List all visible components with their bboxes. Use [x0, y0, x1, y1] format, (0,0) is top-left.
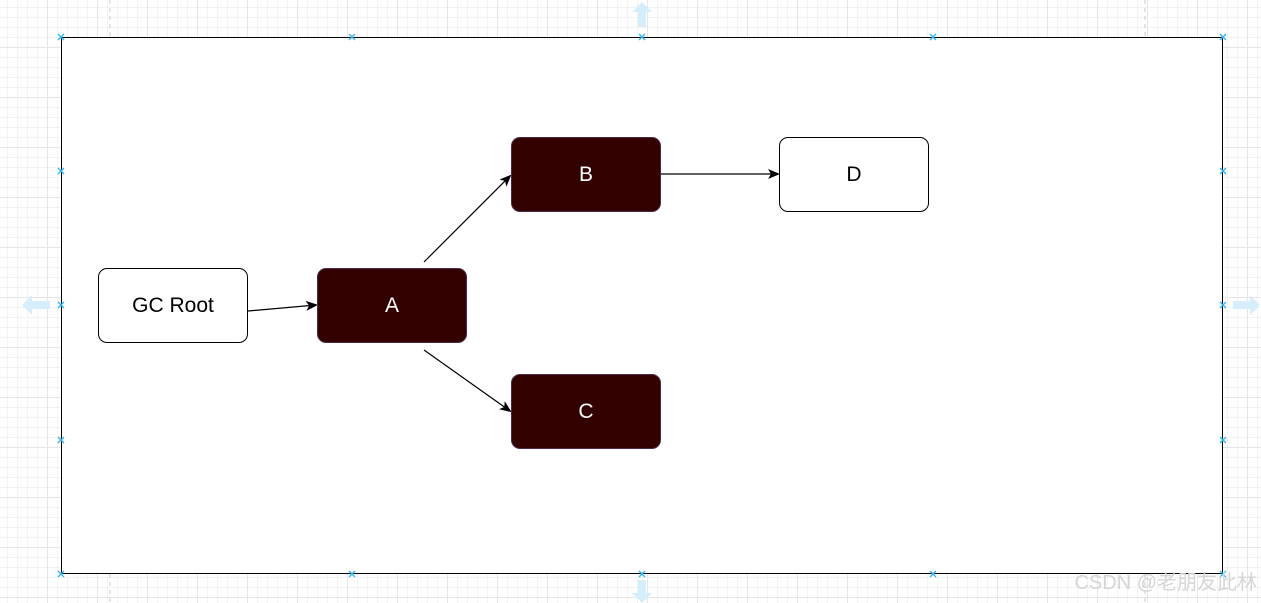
node-gc-root[interactable]: GC Root: [98, 268, 248, 343]
edge-gcroot-to-a[interactable]: [247, 300, 318, 312]
node-b-label: B: [578, 162, 593, 186]
edge-a-to-b[interactable]: [423, 174, 512, 263]
node-c-label: C: [578, 399, 594, 423]
node-c[interactable]: C: [511, 374, 661, 449]
watermark: CSDN @老朋友此林: [1074, 572, 1257, 594]
node-d[interactable]: D: [779, 137, 929, 212]
node-b[interactable]: B: [511, 137, 661, 212]
edge-a-to-c[interactable]: [423, 349, 512, 413]
node-a-label: A: [384, 293, 399, 317]
node-gc-root-label: GC Root: [132, 293, 214, 317]
node-d-label: D: [846, 162, 862, 186]
node-a[interactable]: A: [317, 268, 467, 343]
